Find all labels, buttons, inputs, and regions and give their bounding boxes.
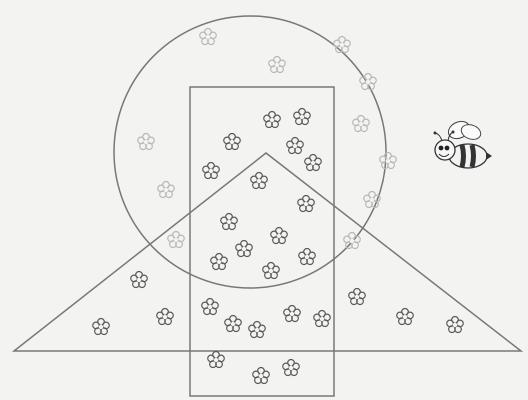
flower-icon bbox=[263, 263, 280, 279]
flower-icon bbox=[208, 352, 225, 368]
bee-icon bbox=[434, 118, 493, 168]
flower-icon bbox=[287, 138, 304, 154]
flower-icon bbox=[334, 37, 351, 53]
flower-icon bbox=[202, 299, 219, 315]
flower-icon bbox=[353, 116, 370, 132]
flower-icon bbox=[294, 109, 311, 125]
flower-icon bbox=[138, 134, 155, 150]
flower-icon bbox=[93, 319, 110, 335]
flower-icon bbox=[236, 241, 253, 257]
flower-icon bbox=[305, 155, 322, 171]
flower-icon bbox=[447, 317, 464, 333]
flower-icon bbox=[284, 306, 301, 322]
flower-icon bbox=[249, 322, 266, 338]
flower-icon bbox=[253, 368, 270, 384]
flower-icon bbox=[314, 311, 331, 327]
flower-icon bbox=[271, 228, 288, 244]
flower-icon bbox=[200, 29, 217, 45]
flower-icon bbox=[299, 249, 316, 265]
rectangle-shape bbox=[190, 87, 334, 396]
flower-icon bbox=[158, 182, 175, 198]
flower-icon bbox=[283, 360, 300, 376]
flower-icon bbox=[397, 309, 414, 325]
flower-icon bbox=[380, 153, 397, 169]
flower-icon bbox=[298, 196, 315, 212]
flower-icon bbox=[157, 309, 174, 325]
flower-icon bbox=[224, 134, 241, 150]
flower-icon bbox=[349, 289, 366, 305]
triangle-shape bbox=[14, 153, 521, 351]
flower-icon bbox=[168, 232, 185, 248]
flower-icon bbox=[211, 254, 228, 270]
flower-icon bbox=[221, 214, 238, 230]
flowers-group bbox=[93, 29, 464, 384]
flower-icon bbox=[225, 316, 242, 332]
flower-icon bbox=[264, 112, 281, 128]
flower-icon bbox=[251, 173, 268, 189]
circle-shape bbox=[114, 16, 386, 288]
flower-icon bbox=[269, 57, 286, 73]
flower-icon bbox=[203, 163, 220, 179]
flower-icon bbox=[131, 272, 148, 288]
